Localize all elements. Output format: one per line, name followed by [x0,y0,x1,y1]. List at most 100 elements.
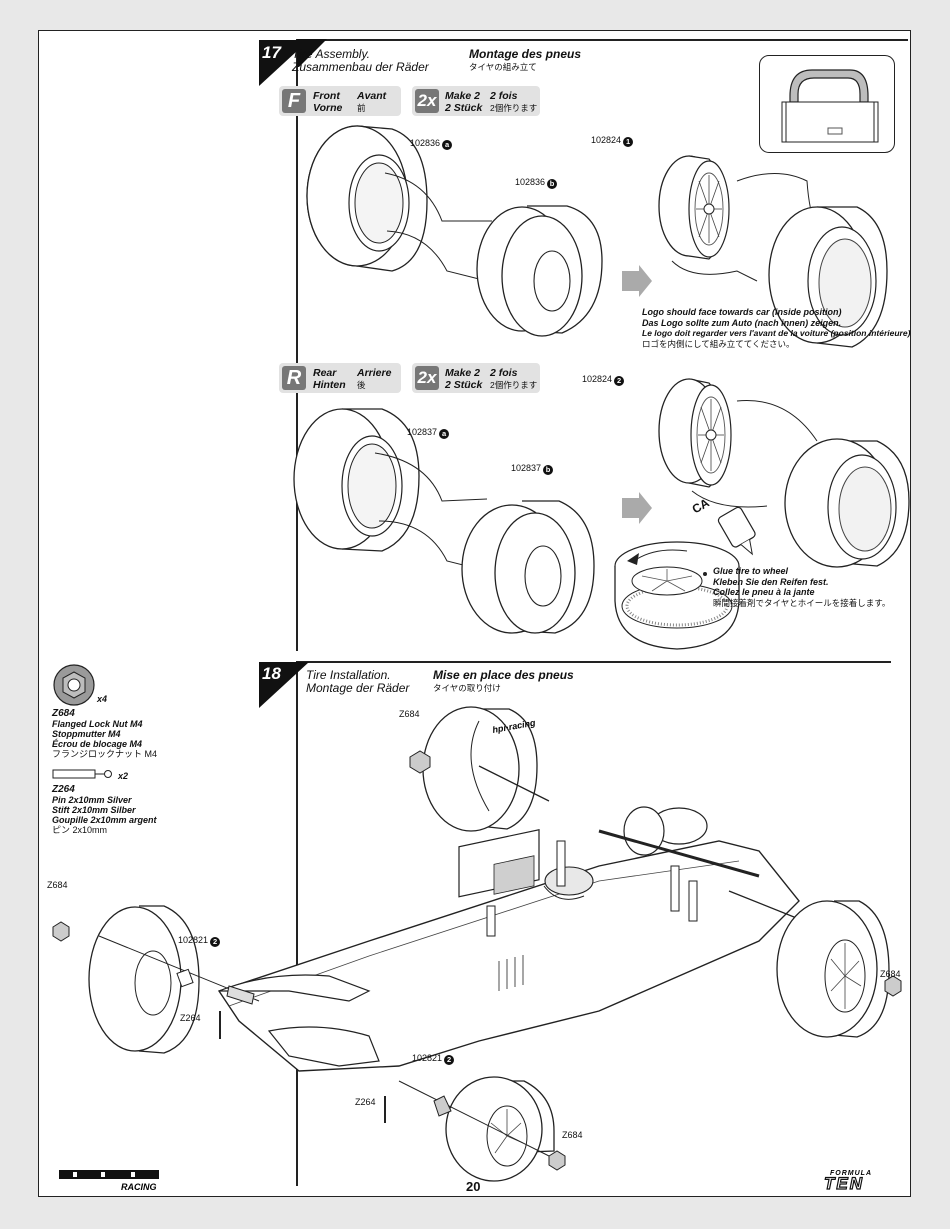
hub-left-code: 102821 [178,935,209,945]
logo-note-fr: Le logo doit regarder vers l'avant de la… [642,328,911,338]
flanged-nut-icon [53,664,95,706]
step17-flag [297,39,327,67]
front-letter: F [282,89,306,113]
front-make-fr: 2 fois [490,90,518,102]
column-divider-lower [296,661,298,1186]
detail-inset [759,55,895,153]
logo-note: Logo should face towards car (inside pos… [642,307,910,349]
front-tire-inner-code: 102836 [410,138,441,148]
rear-qty-icon: 2x [415,366,439,390]
step18-title-en: Tire Installation. [306,668,391,682]
front-wheel-code: 102824 [591,135,622,145]
step18-top-rule [296,661,891,663]
rear-wheel-code: 102824 [582,374,613,384]
label-pin-bottom: Z264 [355,1097,376,1107]
front-wheel-badge: 1 [623,137,634,147]
bom-z684: Z684 Flanged Lock Nut M4 Stoppmutter M4 … [52,708,158,760]
bom-z684-code: Z684 [52,708,75,719]
label-pin-left: Z264 [180,1013,201,1023]
front-tire-outer-code: 102836 [515,177,546,187]
label-nut-top: Z684 [399,709,420,719]
step18-title-fr-block: Mise en place des pneus タイヤの取り付け [433,669,574,695]
logo-note-en: Logo should face towards car (inside pos… [642,307,842,317]
svg-text:TEN: TEN [824,1174,864,1193]
step18-title-de: Montage der Räder [306,681,410,695]
rear-fr: Arriere [357,367,392,379]
step17-top-rule [296,39,908,41]
step18-title: Tire Installation. Montage der Räder [306,669,409,695]
rear-make-fr: 2 fois [490,367,518,379]
front-fr: Avant [357,90,387,102]
hub-bottom-code: 102821 [412,1053,443,1063]
bom-z264-de: Stift 2x10mm Silber [52,805,136,815]
page-number: 20 [466,1179,481,1194]
rear-tire-drawing [293,378,910,650]
label-nut-left: Z684 [47,880,68,890]
front-tire-outer-badge: b [547,179,558,189]
label-nut-right: Z684 [880,969,901,979]
step18-title-fr: Mise en place des pneus [433,668,574,682]
bom-z264-jp: ピン 2x10mm [52,825,108,835]
pin-icon [52,769,112,779]
bom-z264-code: Z264 [52,784,75,795]
svg-text:RACING: RACING [121,1182,157,1192]
rear-jp: 後 [357,380,366,390]
step17-title-de: Zusammenbau der Räder [292,60,429,74]
step18-title-jp: タイヤの取り付け [433,683,501,693]
rear-tire-inner-code: 102837 [407,427,438,437]
front-make-jp: 2個作ります [490,103,538,113]
rear-tire-outer-code: 102837 [511,463,542,473]
svg-text:FORMULA: FORMULA [830,1170,872,1177]
front-de: Vorne [313,102,343,114]
bom-z684-de: Stoppmutter M4 [52,729,121,739]
step17-title-jp: タイヤの組み立て [469,62,537,72]
logo-note-jp: ロゴを内側にして組み立ててください。 [642,338,795,349]
step17-number: 17 [262,43,281,62]
front-jp: 前 [357,103,366,113]
rear-wheel-badge: 2 [614,376,625,386]
glue-note-de: Kleben Sie den Reifen fest. [713,576,829,587]
hpi-racing-logo: RACING [59,1170,159,1192]
rear-tire-inner-badge: a [439,429,450,439]
label-nut-bottom: Z684 [562,1130,583,1140]
manual-page: 17 Tire Assembly. Zusammenbau der Räder … [38,30,911,1197]
bom-z264-en: Pin 2x10mm Silver [52,795,132,805]
hub-bottom-badge: 2 [444,1055,455,1065]
glue-note: Glue tire to wheel Kleben Sie den Reifen… [713,566,890,608]
front-text: Front Avant Vorne 前 [313,90,386,114]
glue-note-jp: 瞬間接着剤でタイヤとホイールを接着します。 [713,597,891,608]
hub-left-badge: 2 [210,937,221,947]
bom-z684-qty: x4 [97,694,108,704]
step17-title: Tire Assembly. Zusammenbau der Räder [292,48,429,74]
step17-title-en: Tire Assembly. [292,47,370,61]
rear-make-jp: 2個作ります [490,380,538,390]
rear-letter: R [282,366,306,390]
step18-number: 18 [262,664,281,683]
column-divider [296,39,298,651]
glue-note-en: Glue tire to wheel [713,566,789,576]
step17-title-fr: Montage des pneus [469,47,582,61]
front-en: Front [313,90,340,102]
bom-z684-jp: フランジロックナット M4 [52,749,158,759]
bom-z264-fr: Goupille 2x10mm argent [52,815,157,825]
bom-z684-fr: Écrou de blocage M4 [52,739,143,749]
bom-z264-qty: x2 [118,771,129,781]
rear-tire-outer-badge: b [543,465,554,475]
bom-z684-en: Flanged Lock Nut M4 [52,719,143,729]
step17-title-fr-block: Montage des pneus タイヤの組み立て [469,48,581,74]
step18-flag [259,662,309,708]
rear-make-en: Make 2 [445,367,481,379]
